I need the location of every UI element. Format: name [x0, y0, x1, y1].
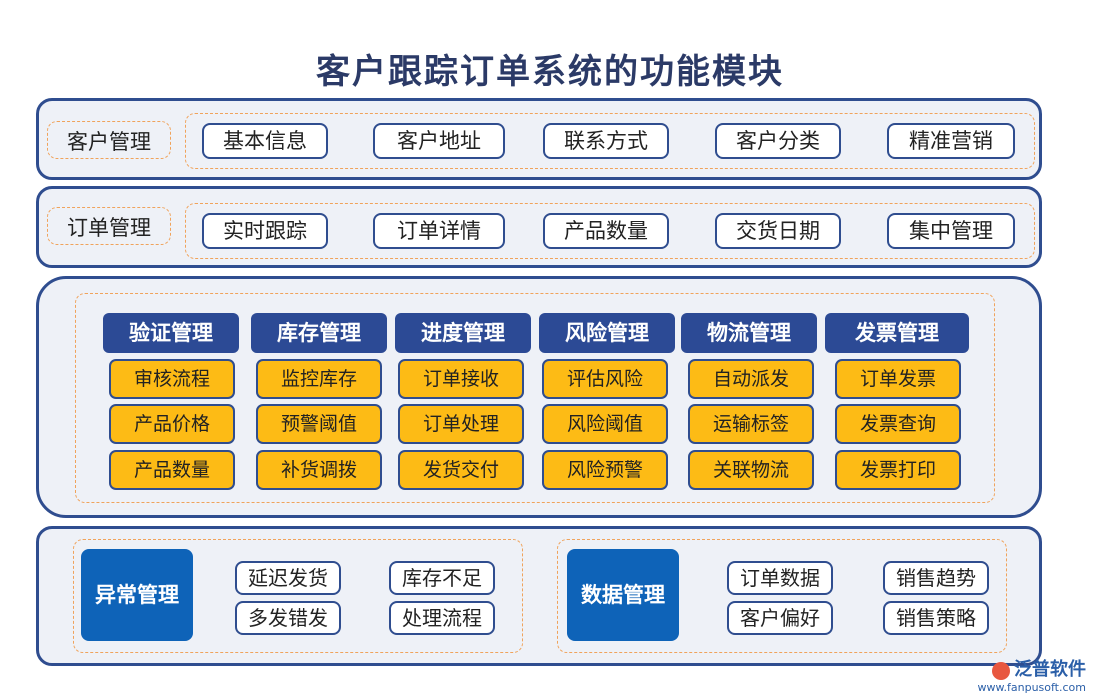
exception-item: 多发错发 — [235, 601, 341, 635]
order-management-panel: 订单管理 实时跟踪 订单详情 产品数量 交货日期 集中管理 — [36, 186, 1042, 268]
customer-item: 精准营销 — [887, 123, 1015, 159]
data-management-box: 数据管理 — [567, 549, 679, 641]
order-item: 产品数量 — [543, 213, 669, 249]
logo-url: www.fanpusoft.com — [977, 681, 1086, 694]
module-item: 产品价格 — [109, 404, 235, 444]
diagram-title: 客户跟踪订单系统的功能模块 — [316, 52, 784, 92]
exception-frame — [73, 539, 523, 653]
module-header-progress: 进度管理 — [395, 313, 531, 353]
modules-frame — [75, 293, 995, 503]
module-header-risk: 风险管理 — [539, 313, 675, 353]
module-item: 订单处理 — [398, 404, 524, 444]
customer-item: 基本信息 — [202, 123, 328, 159]
customer-management-panel: 客户管理 基本信息 客户地址 联系方式 客户分类 精准营销 — [36, 98, 1042, 180]
module-item: 自动派发 — [688, 359, 814, 399]
customer-items-frame — [185, 113, 1035, 169]
modules-panel: 验证管理 审核流程 产品价格 产品数量 库存管理 监控库存 预警阈值 补货调拨 … — [36, 276, 1042, 518]
module-item: 订单发票 — [835, 359, 961, 399]
order-item: 订单详情 — [373, 213, 505, 249]
module-item: 审核流程 — [109, 359, 235, 399]
module-item: 运输标签 — [688, 404, 814, 444]
customer-item: 客户分类 — [715, 123, 841, 159]
module-item: 发票打印 — [835, 450, 961, 490]
order-management-label: 订单管理 — [67, 216, 151, 240]
data-item: 销售策略 — [883, 601, 989, 635]
data-item: 客户偏好 — [727, 601, 833, 635]
customer-label-frame — [47, 121, 171, 159]
module-header-verification: 验证管理 — [103, 313, 239, 353]
exception-item: 延迟发货 — [235, 561, 341, 595]
module-item: 风险预警 — [542, 450, 668, 490]
customer-item: 联系方式 — [543, 123, 669, 159]
module-header-invoice: 发票管理 — [825, 313, 969, 353]
data-item: 销售趋势 — [883, 561, 989, 595]
exception-item: 处理流程 — [389, 601, 495, 635]
module-item: 评估风险 — [542, 359, 668, 399]
exception-management-box: 异常管理 — [81, 549, 193, 641]
order-item: 集中管理 — [887, 213, 1015, 249]
module-item: 关联物流 — [688, 450, 814, 490]
module-item: 预警阈值 — [256, 404, 382, 444]
exception-data-panel: 异常管理 延迟发货 库存不足 多发错发 处理流程 数据管理 订单数据 销售趋势 … — [36, 526, 1042, 666]
module-item: 发票查询 — [835, 404, 961, 444]
order-item: 交货日期 — [715, 213, 841, 249]
exception-item: 库存不足 — [389, 561, 495, 595]
customer-management-label: 客户管理 — [67, 130, 151, 154]
logo-name: 泛普软件 — [1014, 659, 1086, 680]
brand-logo: 泛普软件 www.fanpusoft.com — [978, 655, 1086, 694]
module-item: 产品数量 — [109, 450, 235, 490]
module-header-inventory: 库存管理 — [251, 313, 387, 353]
data-frame — [557, 539, 1007, 653]
module-item: 补货调拨 — [256, 450, 382, 490]
order-items-frame — [185, 203, 1035, 259]
logo-icon — [992, 661, 1010, 680]
module-item: 发货交付 — [398, 450, 524, 490]
module-header-logistics: 物流管理 — [681, 313, 817, 353]
order-label-frame — [47, 207, 171, 245]
module-item: 订单接收 — [398, 359, 524, 399]
module-item: 监控库存 — [256, 359, 382, 399]
customer-item: 客户地址 — [373, 123, 505, 159]
data-item: 订单数据 — [727, 561, 833, 595]
order-item: 实时跟踪 — [202, 213, 328, 249]
module-item: 风险阈值 — [542, 404, 668, 444]
